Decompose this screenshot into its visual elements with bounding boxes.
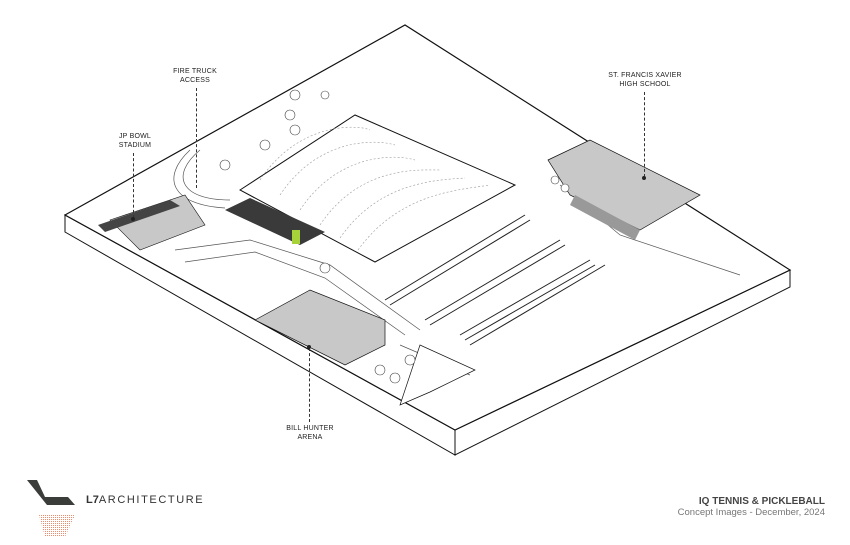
label-st-francis: ST. FRANCIS XAVIER HIGH SCHOOL: [595, 71, 695, 89]
leader-line: [309, 348, 310, 422]
jp-bowl-stadium: [98, 194, 206, 251]
leader-line: [196, 88, 197, 188]
label-line: JP BOWL: [118, 133, 151, 140]
project-subtitle: Concept Images - December, 2024: [677, 507, 825, 518]
label-line: HIGH SCHOOL: [619, 81, 671, 88]
marker-dot: [307, 345, 311, 349]
label-bill-hunter: BILL HUNTER ARENA: [275, 424, 345, 442]
logo-mark: L7: [86, 494, 99, 506]
marker-dot: [131, 217, 135, 221]
trees: [219, 89, 570, 384]
label-jp-bowl: JP BOWL STADIUM: [105, 132, 165, 150]
leader-line: [644, 92, 645, 177]
project-title: IQ TENNIS & PICKLEBALL: [698, 496, 825, 507]
label-line: ST. FRANCIS XAVIER: [608, 72, 682, 79]
label-line: ARENA: [297, 434, 323, 441]
parking-lot: [384, 214, 606, 346]
leader-line: [133, 153, 134, 218]
bill-hunter-arena: [254, 289, 476, 406]
label-line: ACCESS: [180, 77, 210, 84]
project-info: IQ TENNIS & PICKLEBALL Concept Images - …: [678, 496, 825, 518]
logo-text: ARCHITECTURE: [98, 494, 205, 506]
brand-name: L7ARCHITECTURE: [86, 494, 204, 506]
label-line: FIRE TRUCK: [173, 68, 217, 75]
label-line: STADIUM: [118, 142, 152, 149]
label-fire-truck-access: FIRE TRUCK ACCESS: [160, 67, 230, 85]
l7-logo-icon: [27, 480, 75, 537]
label-line: BILL HUNTER: [286, 425, 334, 432]
marker-dot: [642, 176, 646, 180]
new-building: [225, 198, 325, 245]
